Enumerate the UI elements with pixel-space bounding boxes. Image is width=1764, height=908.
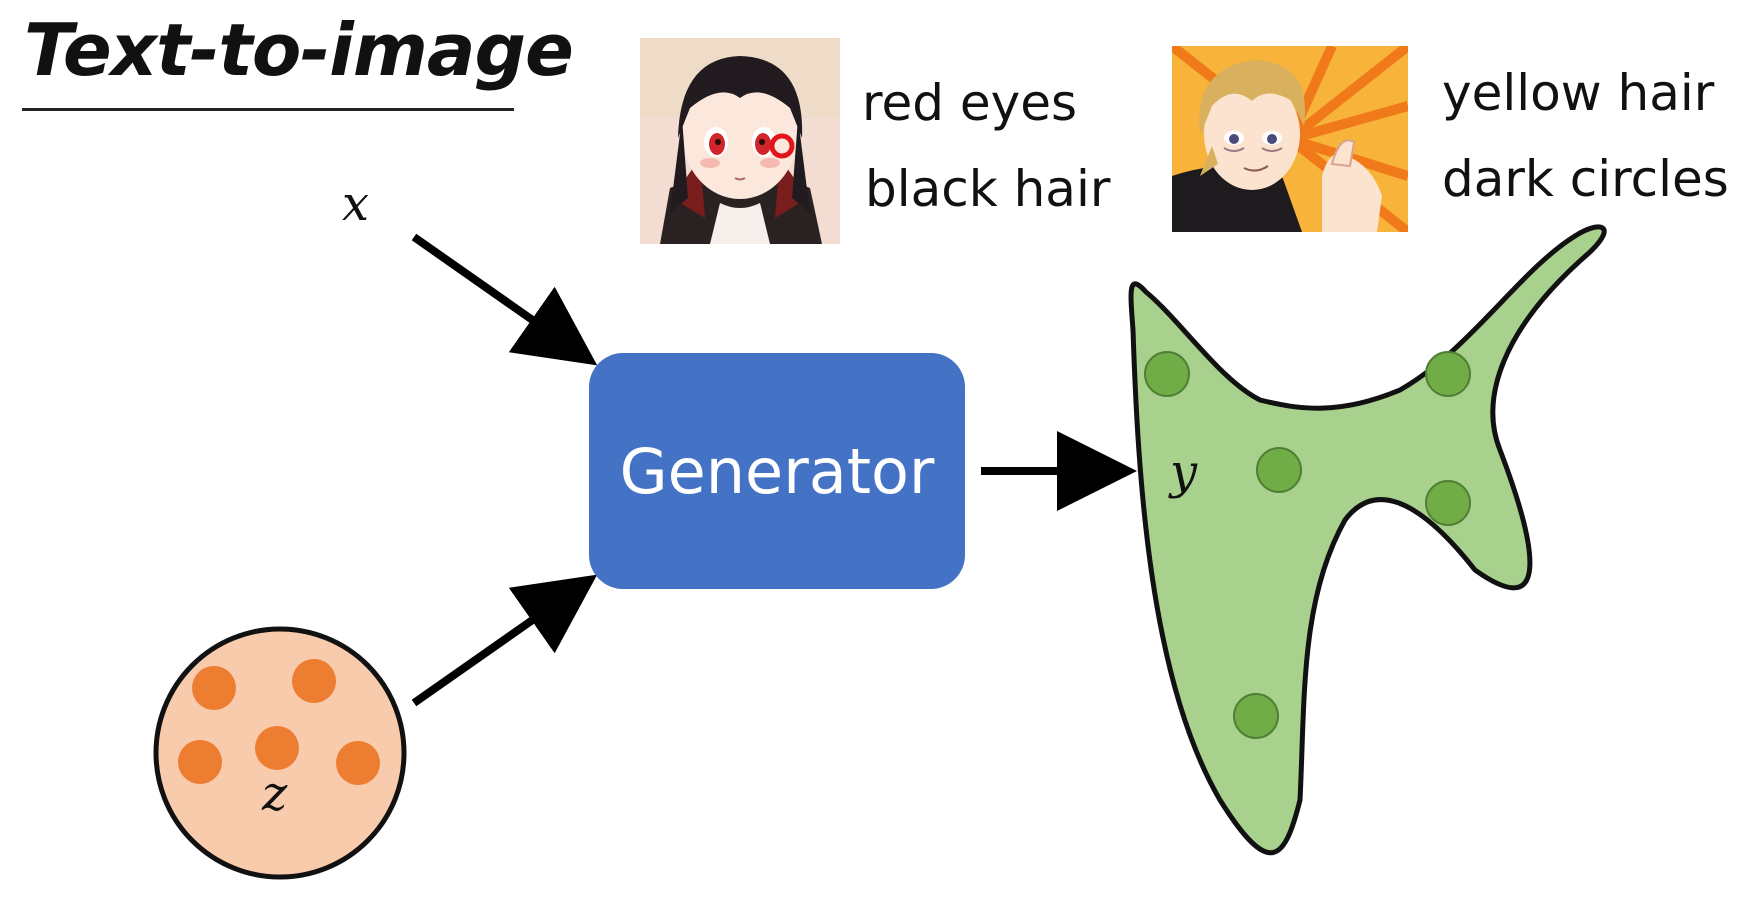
z-label: z [262,766,288,822]
y-sample-point [1256,447,1302,493]
anime-boy-illustration [1172,46,1408,232]
y-sample-point [1144,351,1190,397]
x-label: x [342,176,370,232]
example-1-caption-line1: red eyes [862,74,1078,132]
z-sample-point [192,666,236,710]
arrow-x-to-generator [411,233,598,366]
example-1-caption-line2: black hair [865,160,1111,218]
y-label: y [1170,444,1198,500]
z-sample-point [178,740,222,784]
z-sample-point [255,726,299,770]
generator-label: Generator [619,434,935,508]
z-sample-point [292,659,336,703]
title-underline [22,108,514,111]
y-sample-point [1233,693,1279,739]
y-sample-point [1425,351,1471,397]
arrow-z-to-generator [411,574,598,707]
distribution-y [1128,224,1607,855]
generator-block: Generator [589,353,965,589]
y-sample-point [1425,480,1471,526]
example-2-caption-line1: yellow hair [1442,64,1715,122]
anime-girl-illustration [640,38,840,244]
z-sample-point [336,741,380,785]
example-2-caption-line2: dark circles [1442,150,1729,208]
page-title: Text-to-image [24,8,574,92]
example-image-1 [640,38,840,244]
example-image-2 [1172,46,1408,232]
